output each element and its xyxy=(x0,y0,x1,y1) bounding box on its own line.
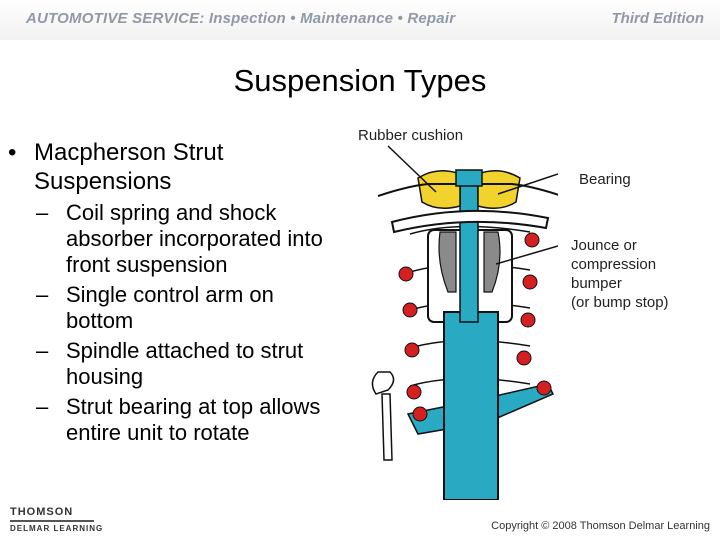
label-bearing: Bearing xyxy=(579,171,631,188)
bullet-marker: • xyxy=(8,139,17,166)
publisher-imprint: DELMAR LEARNING xyxy=(10,524,104,533)
sub-bullet-item: – Spindle attached to strut housing xyxy=(8,338,338,390)
rubber-cushion xyxy=(417,170,521,209)
jounce-line-1: Jounce or xyxy=(571,237,637,254)
sub-bullet-item: – Coil spring and shock absorber incorpo… xyxy=(8,200,338,278)
sub-bullet-marker: – xyxy=(36,394,49,419)
slide-header: AUTOMOTIVE SERVICE: Inspection • Mainten… xyxy=(0,0,720,40)
bullet-list: • Macpherson Strut Suspensions – Coil sp… xyxy=(8,138,338,446)
book-title: AUTOMOTIVE SERVICE: Inspection • Mainten… xyxy=(26,10,456,27)
sub-bullet-item: – Single control arm on bottom xyxy=(8,282,338,334)
sub-bullet-marker: – xyxy=(36,338,49,363)
label-rubber-cushion: Rubber cushion xyxy=(358,127,464,144)
jounce-line-4: (or bump stop) xyxy=(571,294,669,311)
leader-jounce xyxy=(495,245,558,265)
sub-bullet-text: Single control arm on bottom xyxy=(66,282,274,333)
sub-bullet-marker: – xyxy=(36,282,49,307)
bullet-item: • Macpherson Strut Suspensions xyxy=(8,138,338,196)
jounce-line-2: compression xyxy=(571,256,657,273)
sub-bullet-text: Strut bearing at top allows entire unit … xyxy=(66,394,321,445)
logo-rule xyxy=(10,520,94,522)
coil-spring-front xyxy=(398,232,552,422)
sub-bullet-text: Coil spring and shock absorber incorpora… xyxy=(66,200,323,277)
sub-bullet-marker: – xyxy=(36,200,49,225)
copyright-notice: Copyright © 2008 Thomson Delmar Learning xyxy=(491,520,710,532)
jounce-bumper xyxy=(438,231,501,293)
leader-bearing xyxy=(497,173,558,195)
sub-bullet-item: – Strut bearing at top allows entire uni… xyxy=(8,394,338,446)
edition-label: Third Edition xyxy=(611,10,704,27)
bullet-text: Macpherson Strut Suspensions xyxy=(34,139,224,195)
label-jounce-bumper: Jounce or compression bumper (or bump st… xyxy=(571,236,669,312)
upper-spring-seat xyxy=(390,209,550,234)
strut-diagram xyxy=(371,145,558,500)
publisher-logo: THOMSON DELMAR LEARNING xyxy=(10,506,103,533)
strut-tube xyxy=(443,311,499,500)
leader-rubber-cushion xyxy=(387,145,437,193)
sub-bullet-text: Spindle attached to strut housing xyxy=(66,338,304,389)
publisher-name: THOMSON xyxy=(10,506,74,518)
jounce-line-3: bumper xyxy=(571,275,622,292)
top-nut xyxy=(455,169,483,187)
piston-rod xyxy=(459,181,479,323)
slide-title: Suspension Types xyxy=(233,63,487,98)
steering-knuckle xyxy=(371,371,395,461)
